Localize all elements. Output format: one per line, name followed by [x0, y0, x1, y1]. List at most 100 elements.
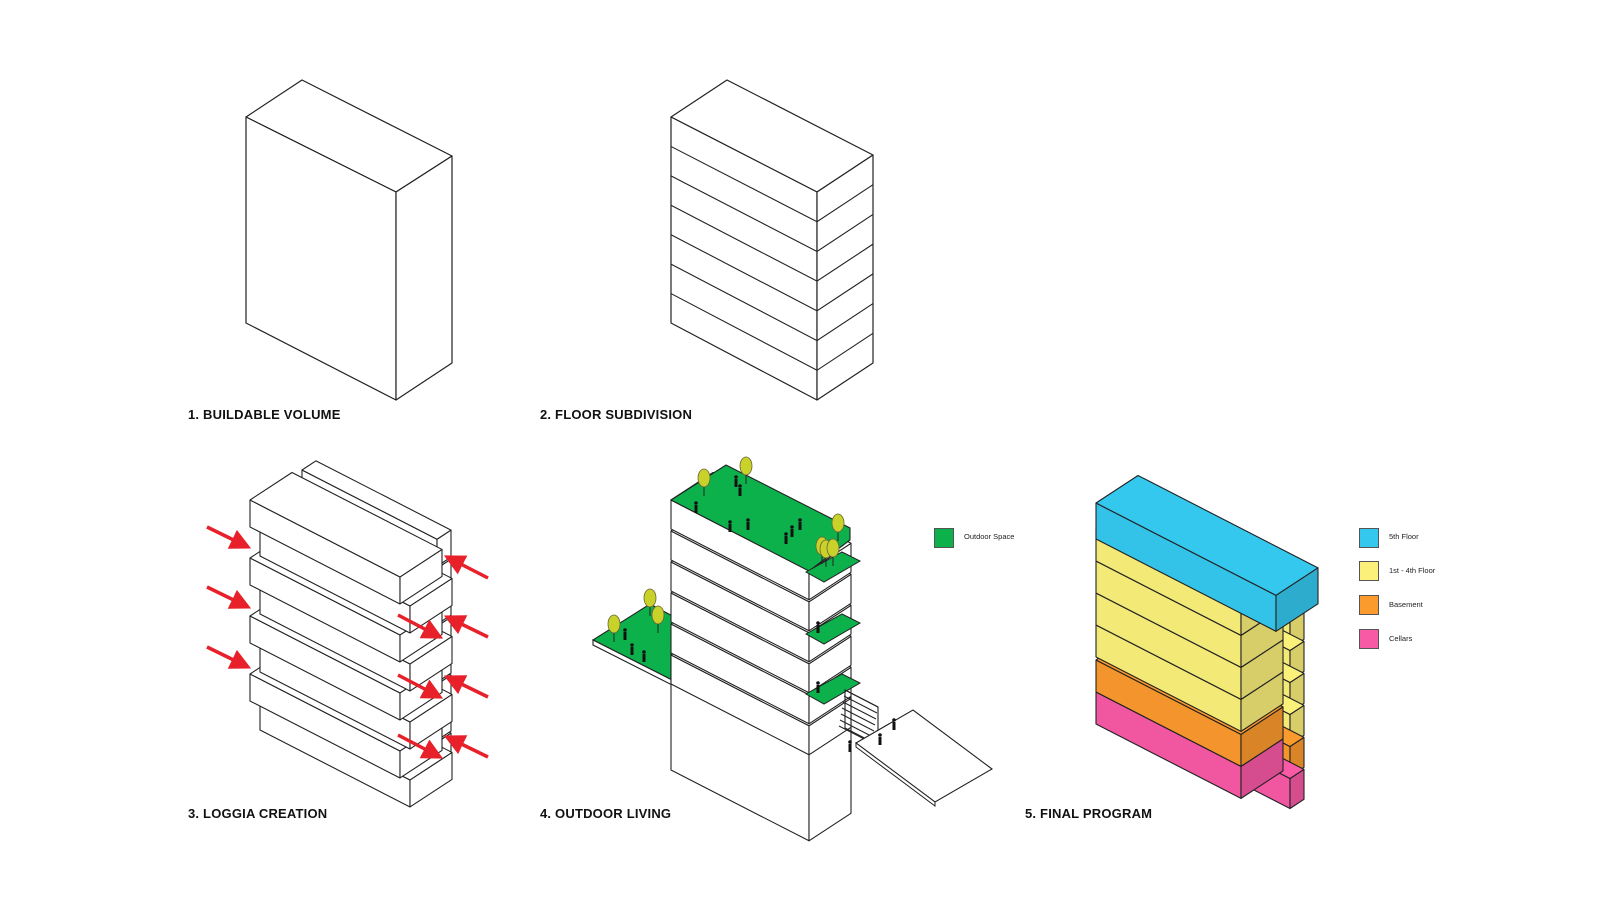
person-head: [642, 650, 646, 654]
wind-arrow: [443, 615, 489, 639]
caption-final-program: 5. FINAL PROGRAM: [1025, 806, 1153, 821]
floor-line: [670, 263, 874, 342]
stair-step: [840, 713, 875, 732]
legend-label-cellars: Cellars: [1389, 634, 1413, 643]
person-head: [790, 525, 794, 529]
tree: [651, 605, 665, 633]
legend-swatch-cellars: [1359, 629, 1379, 649]
person: [816, 681, 820, 693]
person: [642, 650, 646, 662]
loggia-back-bar-top: [301, 460, 452, 540]
legend-label-basement: Basement: [1389, 600, 1423, 609]
person-body: [790, 529, 794, 537]
person: [892, 718, 896, 730]
final-program: [1095, 474, 1319, 810]
person-head: [784, 532, 788, 536]
wind-arrow: [206, 585, 252, 609]
tree: [697, 468, 711, 496]
wind-arrow: [443, 555, 489, 580]
tree: [643, 588, 657, 616]
person: [798, 518, 802, 530]
wind-arrows: [206, 525, 489, 759]
wind-arrow: [397, 733, 444, 759]
person-head: [892, 718, 896, 722]
person: [694, 501, 698, 513]
legend-label-1st-4th-floor: 1st - 4th Floor: [1389, 566, 1436, 575]
program-top-floor: [1095, 474, 1319, 632]
person-body: [848, 744, 852, 752]
person: [623, 628, 627, 640]
stair-step: [842, 701, 877, 720]
person-body: [623, 632, 627, 640]
wind-arrow: [443, 675, 489, 699]
tree-crown: [739, 456, 753, 476]
person-body: [784, 536, 788, 544]
caption-loggia-creation: 3. LOGGIA CREATION: [188, 806, 328, 821]
person-head: [816, 621, 820, 625]
person-head: [878, 733, 882, 737]
balcony-green: [804, 551, 862, 583]
program-top-floor-top: [1095, 474, 1319, 596]
person-head: [630, 643, 634, 647]
person-head: [816, 681, 820, 685]
tree-crown: [643, 588, 657, 608]
tree: [831, 513, 845, 541]
legend-label-5th-floor: 5th Floor: [1389, 532, 1419, 541]
wind-arrow: [206, 525, 252, 549]
stair-step: [843, 695, 878, 714]
loggia-front-bar-top: [249, 471, 443, 578]
person: [630, 643, 634, 655]
balcony-green: [804, 613, 862, 645]
tree-crown: [651, 605, 665, 625]
tree-crown: [607, 614, 621, 634]
person-head: [734, 475, 738, 479]
wind-arrow: [443, 735, 489, 759]
caption-floor-subdivision: 2. FLOOR SUBDIVISION: [540, 407, 693, 422]
person: [816, 621, 820, 633]
tree-crown: [697, 468, 711, 488]
person: [784, 532, 788, 544]
floor-line: [670, 234, 874, 312]
person-body: [878, 737, 882, 745]
person: [734, 475, 738, 487]
person-head: [728, 520, 732, 524]
legend-swatch-outdoor-space: [934, 528, 954, 548]
tree-crown: [826, 538, 840, 558]
person-head: [623, 628, 627, 632]
person-body: [798, 522, 802, 530]
person-head: [798, 518, 802, 522]
person-head: [738, 484, 742, 488]
loggia-front-bar: [249, 471, 443, 605]
tree: [826, 538, 840, 566]
tree-crown: [831, 513, 845, 533]
loggia-creation: [249, 460, 453, 808]
entry-plaza-edge: [855, 742, 936, 807]
caption-outdoor-living: 4. OUTDOOR LIVING: [540, 806, 672, 821]
stair-step: [841, 707, 876, 726]
green-roof: [669, 464, 851, 572]
legend-swatch-5th-floor: [1359, 528, 1379, 548]
entry-plaza: [855, 709, 993, 803]
wind-arrow: [397, 673, 444, 699]
person-head: [848, 740, 852, 744]
person-body: [734, 479, 738, 487]
person-body: [816, 625, 820, 633]
caption-buildable-volume: 1. BUILDABLE VOLUME: [188, 407, 341, 422]
person-body: [728, 524, 732, 532]
wind-arrow: [206, 645, 252, 669]
floor-lines: [670, 145, 874, 371]
wind-arrow: [397, 613, 444, 639]
floor-line: [670, 204, 874, 282]
person-body: [642, 654, 646, 662]
floor-line: [670, 175, 874, 253]
person-head: [746, 518, 750, 522]
person: [728, 520, 732, 532]
ground-terrace: [591, 603, 679, 684]
person: [878, 733, 882, 745]
floor-line: [670, 145, 874, 223]
person-body: [738, 488, 742, 496]
floor-line: [670, 293, 874, 371]
buildable-volume: [245, 79, 453, 401]
